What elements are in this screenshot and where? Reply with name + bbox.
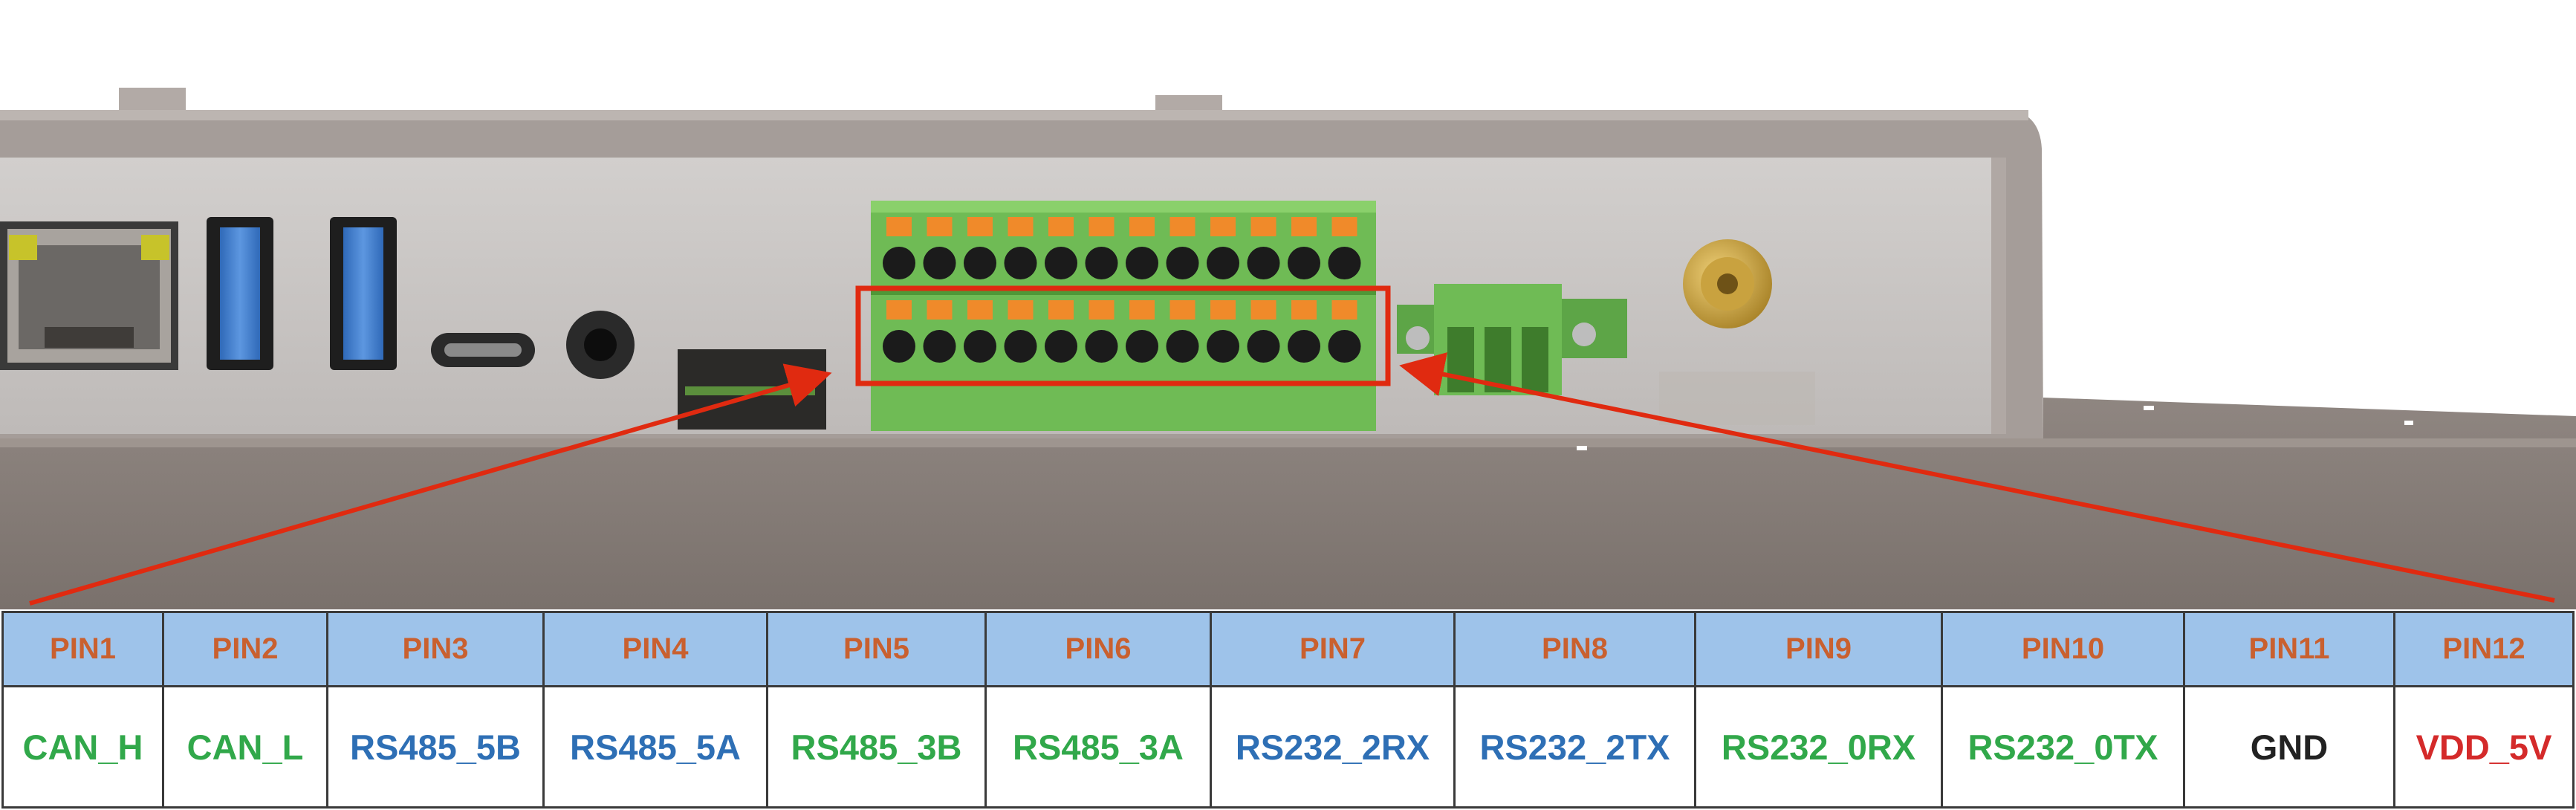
base-mark [1577, 446, 1587, 450]
terminal-latch [927, 300, 953, 320]
device-base [0, 398, 2576, 609]
signal-label: GND [2183, 685, 2395, 809]
terminal-latch [1089, 217, 1115, 236]
terminal-latch [886, 217, 912, 236]
signal-label: CAN_H [1, 685, 164, 809]
usb-a-port-icon [207, 217, 273, 370]
pin-label: PIN8 [1453, 610, 1696, 688]
terminal-latch [1089, 300, 1115, 320]
usb-c-port-icon [431, 333, 535, 367]
signal-label: RS232_0TX [1941, 685, 2185, 809]
terminal-latch [1210, 300, 1236, 320]
terminal-wire-hole [1207, 330, 1239, 363]
terminal-wire-hole [1288, 330, 1320, 363]
pin-label: PIN6 [984, 610, 1212, 688]
terminal-wire-hole [923, 247, 956, 279]
terminal-wire-hole [1247, 330, 1280, 363]
terminal-wire-hole [923, 330, 956, 363]
base-mark [2404, 421, 2413, 425]
terminal-latch [1250, 217, 1276, 236]
pin-label: PIN1 [1, 610, 164, 688]
pin-label: PIN4 [542, 610, 768, 688]
terminal-latch [1331, 217, 1357, 236]
signal-label: RS485_5A [542, 685, 768, 809]
terminal-latch [1169, 217, 1195, 236]
terminal-latch [1008, 217, 1034, 236]
terminal-latch [1331, 300, 1357, 320]
terminal-wire-hole [1328, 330, 1361, 363]
terminal-latch [1048, 300, 1074, 320]
signal-label: RS485_5B [326, 685, 545, 809]
terminal-latch [967, 217, 993, 236]
terminal-wire-hole [1207, 247, 1239, 279]
highlight-box [855, 285, 1391, 386]
pin-label: PIN2 [162, 610, 328, 688]
signal-label: RS232_0RX [1694, 685, 1943, 809]
pin-label: PIN12 [2393, 610, 2575, 688]
terminal-wire-hole [1004, 330, 1037, 363]
card-slot [678, 349, 826, 430]
antenna-sma-connector-icon [1659, 239, 1815, 425]
terminal-wire-hole [1247, 247, 1280, 279]
signal-label: RS232_2RX [1210, 685, 1456, 809]
pin-label: PIN5 [766, 610, 987, 688]
terminal-latch [886, 300, 912, 320]
pinout-table: PIN1 PIN2 PIN3 PIN4 PIN5 PIN6 PIN7 PIN8 … [1, 610, 2575, 809]
signal-label: RS485_3B [766, 685, 987, 809]
pin-label: PIN10 [1941, 610, 2185, 688]
terminal-latch [1008, 300, 1034, 320]
rj45-ethernet-port-icon [0, 221, 178, 370]
signal-label: RS232_2TX [1453, 685, 1696, 809]
pin-label: PIN11 [2183, 610, 2395, 688]
base-mark [2144, 406, 2154, 410]
terminal-row-bottom [883, 300, 1361, 363]
terminal-wire-hole [964, 330, 996, 363]
pin-number-row: PIN1 PIN2 PIN3 PIN4 PIN5 PIN6 PIN7 PIN8 … [1, 610, 2575, 688]
pin-label: PIN9 [1694, 610, 1943, 688]
terminal-wire-hole [1004, 247, 1037, 279]
base-highlight [0, 438, 2576, 447]
audio-jack-icon [566, 311, 635, 379]
terminal-wire-hole [1085, 247, 1118, 279]
terminal-wire-hole [1085, 330, 1118, 363]
terminal-wire-hole [1126, 247, 1158, 279]
terminal-latch [1291, 217, 1317, 236]
signal-label: VDD_5V [2393, 685, 2575, 809]
signal-label: RS485_3A [984, 685, 1212, 809]
leader-arrow-right [1399, 352, 2555, 603]
chassis-top-tab [119, 88, 186, 110]
terminal-latch [1169, 300, 1195, 320]
terminal-latch [1048, 217, 1074, 236]
terminal-wire-hole [964, 247, 996, 279]
terminal-row-top [883, 217, 1361, 279]
panel-lip [1991, 158, 2006, 434]
terminal-latch [1291, 300, 1317, 320]
terminal-wire-hole [1045, 330, 1077, 363]
terminal-wire-hole [1166, 330, 1199, 363]
chassis-top-edge [0, 110, 2028, 120]
terminal-latch [1129, 300, 1155, 320]
terminal-latch [1250, 300, 1276, 320]
usb-a-port-icon [330, 217, 397, 370]
terminal-latch [1129, 217, 1155, 236]
terminal-wire-hole [883, 330, 915, 363]
power-terminal-block [1397, 284, 1627, 395]
terminal-wire-hole [1045, 247, 1077, 279]
leader-arrow-left [29, 363, 832, 606]
terminal-wire-hole [1126, 330, 1158, 363]
pin-label: PIN3 [326, 610, 545, 688]
terminal-latch [967, 300, 993, 320]
pin-label: PIN7 [1210, 610, 1456, 688]
device-photo [0, 88, 2576, 609]
terminal-latch [927, 217, 953, 236]
terminal-wire-hole [1328, 247, 1361, 279]
chassis-top-tab [1155, 95, 1222, 111]
terminal-wire-hole [883, 247, 915, 279]
terminal-wire-hole [1166, 247, 1199, 279]
terminal-latch [1210, 217, 1236, 236]
terminal-wire-hole [1288, 247, 1320, 279]
signal-label: CAN_L [162, 685, 328, 809]
signal-row: CAN_H CAN_L RS485_5B RS485_5A RS485_3B R… [1, 685, 2575, 809]
